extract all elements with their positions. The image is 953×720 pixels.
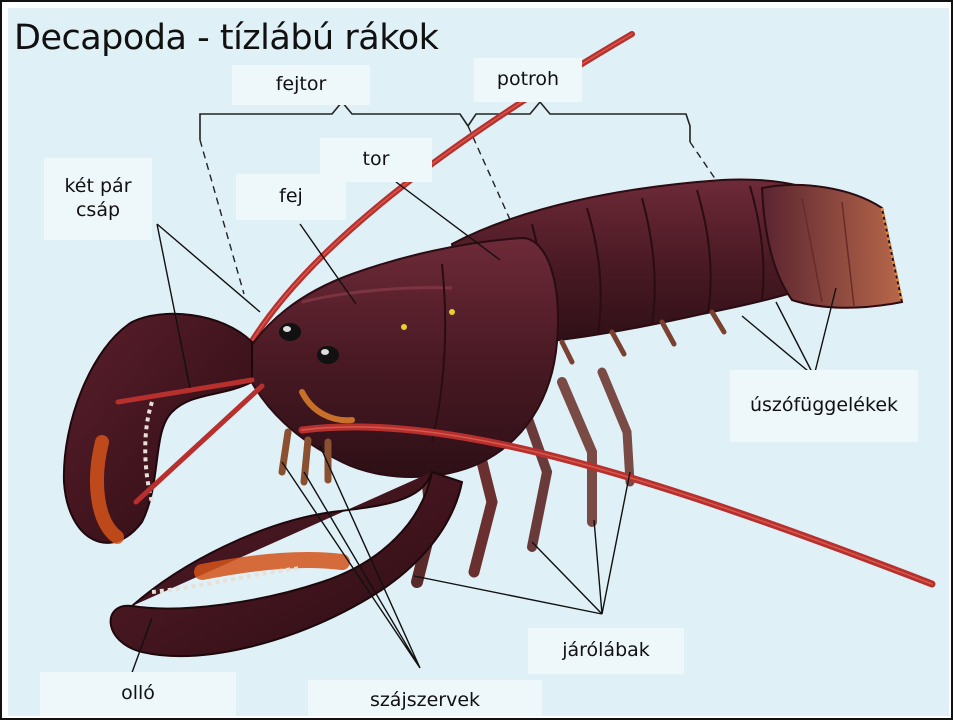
lobster-illustration [8, 8, 949, 716]
eye-left [279, 323, 301, 341]
label-jaro-text: járólábak [562, 639, 650, 663]
label-ollo-text: olló [121, 682, 155, 706]
eye-right [317, 346, 339, 364]
label-potroh-text: potroh [497, 68, 559, 92]
label-csap-line1: két pár [64, 175, 131, 199]
label-csap-line2: csáp [64, 199, 131, 223]
claw-upper [64, 314, 252, 543]
label-fejtor-text: fejtor [276, 73, 327, 97]
label-tor-text: tor [363, 148, 390, 172]
label-potroh: potroh [474, 58, 582, 102]
label-szaj-text: szájszervek [370, 689, 480, 713]
label-ollo: olló [40, 672, 236, 716]
label-fej: fej [236, 174, 346, 220]
label-szajszervek: szájszervek [308, 680, 542, 716]
dashed-line-fejtor-right [468, 126, 512, 224]
label-uszofuggelekek: úszófüggelékek [730, 370, 918, 442]
label-csap: két pár csáp [44, 158, 152, 240]
label-uszo-text: úszófüggelékek [750, 394, 898, 418]
claw-lower [111, 472, 462, 656]
label-fej-text: fej [279, 185, 303, 209]
slide-panel: Decapoda - tízlábú rákok fejtor potroh t… [8, 8, 949, 716]
label-jarolabak: járólábak [528, 628, 684, 674]
label-fejtor: fejtor [232, 65, 370, 105]
dashed-line-potroh-right [690, 142, 716, 180]
bracket-fejtor [200, 102, 468, 140]
bracket-potroh [468, 102, 690, 142]
page-title: Decapoda - tízlábú rákok [14, 18, 438, 58]
